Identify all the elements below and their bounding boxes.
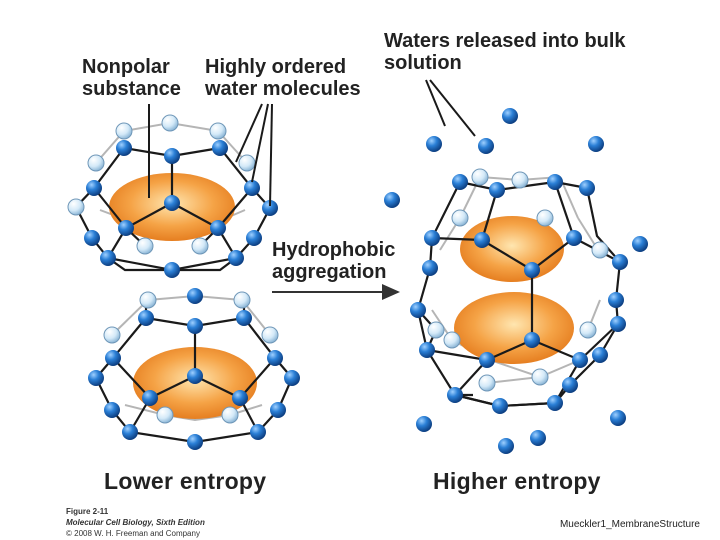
copyright: © 2008 W. H. Freeman and Company bbox=[66, 529, 200, 538]
aggregated-droplet-upper bbox=[460, 216, 564, 282]
aggregated-droplet-lower bbox=[454, 292, 574, 364]
figure-number: Figure 2-11 bbox=[66, 507, 109, 516]
released-waters-label: Waters released into bulk solution bbox=[384, 30, 626, 74]
nonpolar-label-line2: substance bbox=[82, 78, 181, 100]
ordered-water-label-line1: Highly ordered bbox=[205, 56, 347, 78]
slide-footer: Mueckler1_MembraneStructure bbox=[559, 519, 700, 530]
water-molecules-aggregated bbox=[410, 168, 628, 414]
higher-entropy-label: Higher entropy bbox=[433, 468, 601, 494]
book-title: Molecular Cell Biology, Sixth Edition bbox=[66, 518, 205, 527]
aggregated-cage bbox=[410, 168, 628, 414]
released-waters-label-line2: solution bbox=[384, 52, 462, 74]
ordered-water-label-line2: water molecules bbox=[205, 78, 361, 100]
aggregation-label: Hydrophobic aggregation bbox=[272, 239, 395, 283]
ordered-water-cage-bottom bbox=[88, 288, 300, 450]
ordered-water-cage-top bbox=[67, 114, 278, 278]
water-molecules-top bbox=[67, 114, 278, 278]
nonpolar-label-line1: Nonpolar bbox=[82, 56, 170, 78]
pointer-lines bbox=[148, 79, 476, 207]
aggregation-label-line1: Hydrophobic bbox=[272, 239, 396, 261]
released-bulk-waters bbox=[384, 108, 648, 454]
released-waters-label-line1: Waters released into bulk bbox=[384, 30, 626, 52]
aggregation-label-line2: aggregation bbox=[272, 261, 387, 283]
ordered-water-label: Highly ordered water molecules bbox=[205, 56, 361, 100]
water-molecules-bottom bbox=[88, 288, 300, 450]
lower-entropy-label: Lower entropy bbox=[104, 468, 267, 494]
nonpolar-label: Nonpolar substance bbox=[82, 56, 181, 100]
